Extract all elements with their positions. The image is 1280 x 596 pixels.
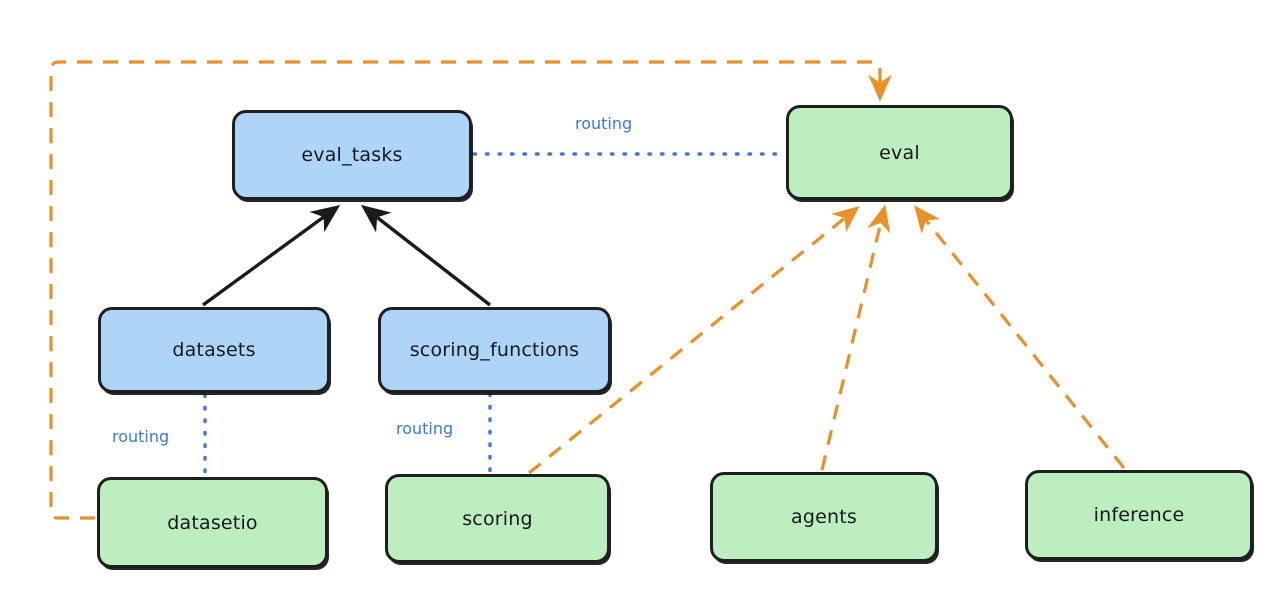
edge-inference-to-eval <box>914 205 1126 469</box>
node-inference[interactable]: inference <box>1025 470 1253 560</box>
node-eval[interactable]: eval <box>786 105 1013 200</box>
node-scoring-functions[interactable]: scoring_functions <box>378 307 611 393</box>
edge-label-routing-scoring-functions: routing <box>396 419 454 438</box>
node-label: scoring <box>462 507 533 530</box>
edge-scoring-to-eval <box>527 205 860 475</box>
node-datasets[interactable]: datasets <box>98 307 330 393</box>
edge-scoring-functions-to-eval-tasks <box>360 204 492 307</box>
edge-agents-to-eval <box>820 204 891 471</box>
edge-label-routing-eval-tasks: routing <box>575 114 633 133</box>
node-label: eval <box>879 141 920 164</box>
edge-datasetio-to-eval <box>49 60 892 520</box>
node-label: scoring_functions <box>409 339 580 361</box>
node-datasetio[interactable]: datasetio <box>97 477 328 568</box>
node-label: inference <box>1093 504 1185 526</box>
node-label: eval_tasks <box>301 144 403 166</box>
node-agents[interactable]: agents <box>710 472 938 562</box>
node-scoring[interactable]: scoring <box>385 474 610 563</box>
node-eval-tasks[interactable]: eval_tasks <box>232 110 472 200</box>
edge-datasets-to-eval-tasks <box>201 204 341 307</box>
node-label: datasetio <box>167 511 258 534</box>
edge-label-routing-datasets: routing <box>112 427 170 446</box>
node-label: datasets <box>172 339 256 361</box>
node-label: agents <box>791 506 857 528</box>
